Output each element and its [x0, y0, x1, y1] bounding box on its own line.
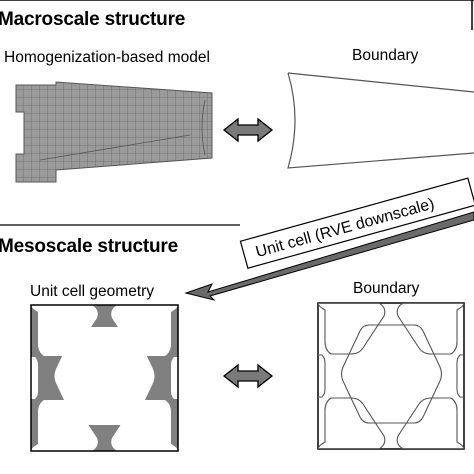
meso-boundary-label: Boundary	[353, 280, 420, 297]
macroscale-title: Macroscale structure	[0, 9, 186, 30]
downscale-label: Unit cell (RVE downscale)	[254, 195, 436, 261]
macro-boundary-label: Boundary	[352, 47, 419, 64]
macro-boundary-shape	[287, 72, 474, 169]
mesoscale-title: Mesoscale structure	[0, 236, 178, 257]
unit-cell-geometry-label: Unit cell geometry	[30, 283, 155, 300]
meso-boundary-shape	[317, 302, 465, 450]
macro-exchange-arrow-icon	[222, 117, 274, 143]
downscale-arrow-icon	[184, 211, 474, 301]
unit-cell-geometry	[30, 304, 179, 452]
macro-mesh	[15, 81, 213, 183]
downscale-label-box: Unit cell (RVE downscale)	[239, 177, 474, 269]
homogenization-label: Homogenization-based model	[4, 49, 210, 66]
meso-exchange-arrow-icon	[222, 363, 274, 389]
